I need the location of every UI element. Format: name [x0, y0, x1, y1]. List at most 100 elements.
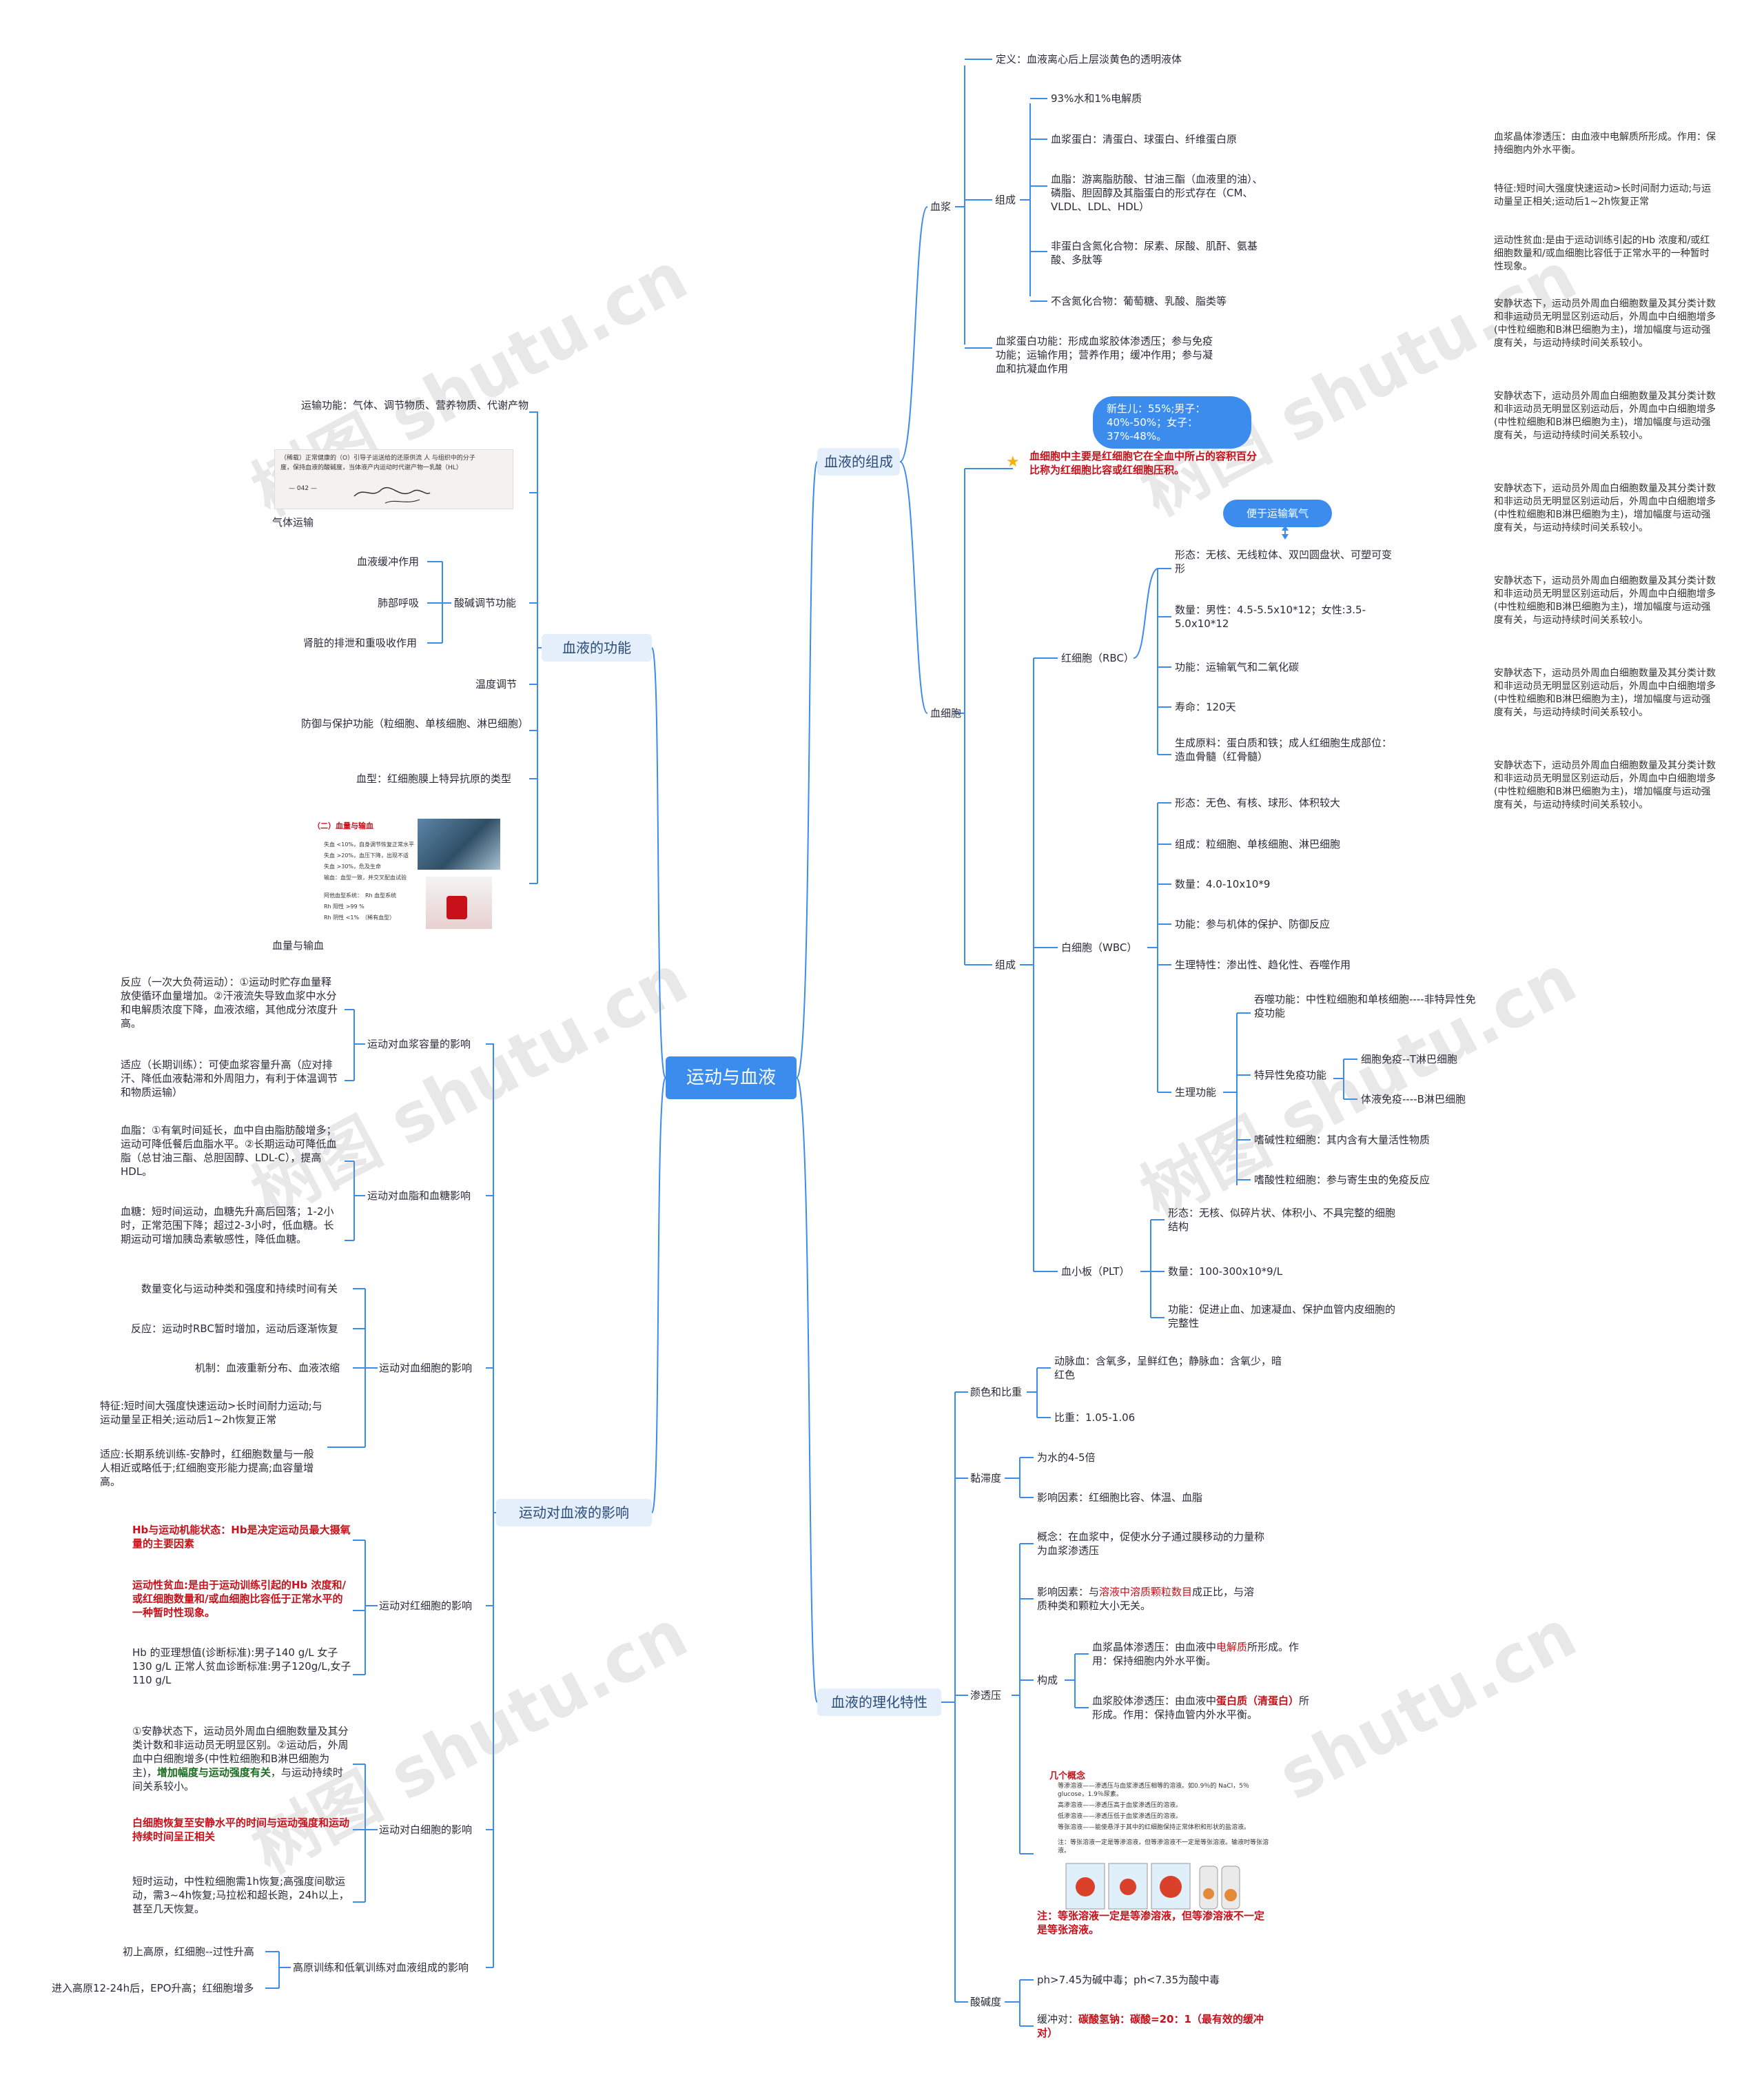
node-blood-type[interactable]: 血型：红细胞膜上特异抗原的类型: [356, 773, 512, 785]
node-altitude-2[interactable]: 进入高原12-24h后，EPO升高；红细胞增多: [52, 1982, 254, 1994]
side-note: 安静状态下，运动员外周血白细胞数量及其分类计数和非运动员无明显区别运动后，外周血…: [1494, 575, 1716, 626]
node-plasma-definition[interactable]: 定义：血液离心后上层淡黄色的透明液体: [996, 53, 1182, 65]
pill-oxygen[interactable]: 便于运输氧气: [1223, 500, 1332, 527]
node-plasma-composition[interactable]: 组成: [995, 194, 1016, 206]
node-ph[interactable]: 酸碱度: [970, 1996, 1002, 2008]
plt-item[interactable]: 形态：无核、似碎片状、体积小、不具完整的细胞结构: [1168, 1207, 1396, 1233]
node-viscosity-2[interactable]: 影响因素：红细胞比容、体温、血脂: [1037, 1491, 1203, 1504]
node-basophil[interactable]: 嗜碱性粒细胞：其内含有大量活性物质: [1254, 1134, 1430, 1146]
rbc-item[interactable]: 生成原料：蛋白质和铁；成人红细胞生成部位：造血骨髓（红骨髓）: [1175, 737, 1393, 763]
node-specific-immunity[interactable]: 特异性免疫功能: [1254, 1069, 1327, 1081]
branch-function[interactable]: 血液的功能: [542, 634, 652, 662]
node-ph-1[interactable]: ph>7.45为碱中毒；ph<7.35为酸中毒: [1037, 1974, 1220, 1986]
node-volume-response[interactable]: 反应（一次大负荷运动）：①运动时贮存血量释放使循环血量增加。②汗液流失导致血浆中…: [121, 976, 338, 1030]
node-rbc[interactable]: 红细胞（RBC）: [1061, 652, 1134, 664]
node-rbc-1[interactable]: Hb与运动机能状态：Hb是决定运动员最大摄氧量的主要因素: [132, 1524, 351, 1550]
node-cells-2[interactable]: 反应：运动时RBC暂时增加，运动后逐渐恢复: [131, 1322, 338, 1335]
node-wbc-3[interactable]: 短时运动，中性粒细胞需1h恢复;高强度间歇运动，需3~4h恢复;马拉松和超长跑，…: [132, 1875, 349, 1915]
wbc-item[interactable]: 功能：参与机体的保护、防御反应: [1175, 918, 1331, 930]
node-wbc-physiology[interactable]: 生理功能: [1175, 1086, 1217, 1098]
node-eosinophil[interactable]: 嗜酸性粒细胞：参与寄生虫的免疫反应: [1254, 1174, 1430, 1186]
node-cells-1[interactable]: 数量变化与运动种类和强度和持续时间有关: [141, 1282, 338, 1295]
node-cells-4[interactable]: 特征:短时间大强度快速运动>长时间耐力运动;与运动量呈正相关;运动后1~2h恢复…: [100, 1400, 322, 1426]
node-buffer[interactable]: 血液缓冲作用: [357, 555, 420, 568]
node-lipid[interactable]: 血脂：①有氧时间延长，血中自由脂肪酸增多；运动可降低餐后血脂水平。②长期运动可降…: [121, 1124, 337, 1178]
node-color-density[interactable]: 颜色和比重: [970, 1386, 1023, 1398]
surgery-photo: [418, 819, 500, 870]
wbc-item[interactable]: 形态：无色、有核、球形、体积较大: [1175, 797, 1341, 809]
node-osmotic[interactable]: 渗透压: [970, 1689, 1002, 1701]
node-crystal-osmotic[interactable]: 血浆晶体渗透压：由血液中电解质所形成。作用：保持细胞内外水平衡。: [1092, 1640, 1320, 1668]
node-altitude-1[interactable]: 初上高原，红细胞--过性升高: [123, 1945, 254, 1958]
side-note: 运动性贫血:是由于运动训练引起的Hb 浓度和/或红细胞数量和/或血细胞比容低于正…: [1494, 235, 1710, 272]
node-lipid-glucose[interactable]: 运动对血脂和血糖影响: [367, 1189, 471, 1202]
node-npn[interactable]: 非蛋白含氮化合物：尿素、尿酸、肌酐、氨基酸、多肽等: [1051, 240, 1258, 266]
root-node[interactable]: 运动与血液: [666, 1056, 797, 1099]
node-viscosity[interactable]: 黏滞度: [970, 1472, 1002, 1484]
node-phagocytosis[interactable]: 吞噬功能：中性粒细胞和单核细胞----非特异性免疫功能: [1254, 993, 1476, 1019]
node-gas-transport[interactable]: 气体运输: [272, 516, 314, 529]
node-wbc-effect[interactable]: 运动对白细胞的影响: [379, 1823, 473, 1836]
crystal-c: 所形成。作用：保持细胞内外水平衡。: [1092, 1641, 1300, 1667]
node-humoral-immunity[interactable]: 体液免疫----B淋巴细胞: [1361, 1093, 1466, 1105]
branch-physchem[interactable]: 血液的理化特性: [817, 1688, 941, 1716]
node-buffer-pair[interactable]: 缓冲对：碳酸氢钠：碳酸=20：1（最有效的缓冲对）: [1037, 2012, 1264, 2040]
node-osm-concept[interactable]: 概念：在血浆中，促使水分子通过膜移动的力量称为血浆渗透压: [1037, 1531, 1265, 1557]
node-plasma-volume[interactable]: 运动对血浆容量的影响: [367, 1038, 471, 1050]
node-cells-composition[interactable]: 组成: [995, 959, 1016, 971]
branch-composition[interactable]: 血液的组成: [817, 448, 900, 476]
cells-beaker-illustration: [1065, 1863, 1240, 1910]
osm-factor-b: 溶液中溶质颗粒数目: [1099, 1586, 1193, 1598]
node-rbc-2[interactable]: 运动性贫血:是由于运动训练引起的Hb 浓度和/或红细胞数量和/或血细胞比容低于正…: [132, 1579, 346, 1619]
node-cellular-immunity[interactable]: 细胞免疫--T淋巴细胞: [1361, 1053, 1457, 1065]
node-lung[interactable]: 肺部呼吸: [378, 597, 420, 609]
node-altitude[interactable]: 高原训练和低氧训练对血液组成的影响: [293, 1961, 469, 1974]
node-defense[interactable]: 防御与保护功能（粒细胞、单核细胞、淋巴细胞）: [301, 717, 529, 730]
node-platelet[interactable]: 血小板（PLT）: [1061, 1265, 1130, 1278]
transfusion-line: 阿他血型系统： Rh 血型系统: [324, 892, 397, 899]
pill-hematocrit[interactable]: 新生儿：55%;男子：40%-50%；女子：37%-48%。: [1093, 396, 1251, 449]
node-acid-base[interactable]: 酸碱调节功能: [454, 597, 517, 609]
node-color[interactable]: 动脉血：含氧多，呈鲜红色；静脉血：含氧少，暗红色: [1054, 1355, 1282, 1381]
node-cells-5[interactable]: 适应:长期系统训练-安静时，红细胞数量与一般人相近或略低于;红细胞变形能力提高;…: [100, 1448, 314, 1488]
node-wbc-2[interactable]: 白细胞恢复至安静水平的时间与运动强度和运动持续时间呈正相关: [132, 1817, 350, 1843]
node-isotonic-note[interactable]: 注：等张溶液一定是等渗溶液，但等渗溶液不一定是等张溶液。: [1037, 1910, 1265, 1936]
node-cells-3[interactable]: 机制：血液重新分布、血液浓缩: [195, 1362, 340, 1374]
wbc-item[interactable]: 数量：4.0-10x10*9: [1175, 878, 1271, 890]
node-rbc-effect[interactable]: 运动对红细胞的影响: [379, 1599, 473, 1612]
node-protein-function[interactable]: 血浆蛋白功能：形成血浆胶体渗透压；参与免疫功能；运输作用；营养作用；缓冲作用；参…: [996, 335, 1213, 375]
node-rbc-3[interactable]: Hb 的亚理想值(诊断标准):男子140 g/L 女子130 g/L 正常人贫血…: [132, 1646, 351, 1686]
rbc-item[interactable]: 功能：运输氧气和二氧化碳: [1175, 661, 1300, 673]
node-transfusion[interactable]: 血量与输血: [272, 939, 325, 952]
rbc-item[interactable]: 寿命：120天: [1175, 701, 1236, 713]
node-glucose[interactable]: 血糖：短时间运动，血糖先升高后回落；1-2小时，正常范围下降；超过2-3小时，低…: [121, 1205, 334, 1245]
node-plasma[interactable]: 血浆: [930, 201, 952, 213]
node-transport[interactable]: 运输功能：气体、调节物质、营养物质、代谢产物: [301, 399, 529, 411]
side-note: 安静状态下，运动员外周血白细胞数量及其分类计数和非运动员无明显区别运动后，外周血…: [1494, 391, 1716, 441]
node-temperature[interactable]: 温度调节: [475, 678, 517, 691]
branch-exercise[interactable]: 运动对血液的影响: [496, 1499, 652, 1526]
rbc-item[interactable]: 形态：无核、无线粒体、双凹圆盘状、可塑可变形: [1175, 549, 1393, 575]
plt-item[interactable]: 功能：促进止血、加速凝血、保护血管内皮细胞的完整性: [1168, 1303, 1396, 1329]
node-blood-lipid[interactable]: 血脂：游离脂肪酸、甘油三酯（血液里的油）、磷脂、胆固醇及其脂蛋白的形式存在（CM…: [1051, 173, 1263, 213]
node-non-nitrogen[interactable]: 不含氮化合物：葡萄糖、乳酸、脂类等: [1051, 295, 1227, 307]
node-viscosity-1[interactable]: 为水的4-5倍: [1037, 1451, 1096, 1464]
node-density[interactable]: 比重：1.05-1.06: [1054, 1411, 1136, 1424]
rbc-item[interactable]: 数量：男性：4.5-5.5x10*12；女性:3.5-5.0x10*12: [1175, 604, 1366, 630]
node-hct-note[interactable]: 血细胞中主要是红细胞它在全血中所占的容积百分比称为红细胞比容或红细胞压积。: [1029, 450, 1258, 476]
node-volume-adapt[interactable]: 适应（长期训练）：可使血浆容量升高（应对排汗、降低血液黏滞和外周阻力，有利于体温…: [121, 1059, 338, 1098]
node-plasma-protein[interactable]: 血浆蛋白：清蛋白、球蛋白、纤维蛋白原: [1051, 133, 1238, 145]
node-wbc[interactable]: 白细胞（WBC）: [1061, 941, 1138, 954]
node-colloid-osmotic[interactable]: 血浆胶体渗透压：由血液中蛋白质（清蛋白）所形成。作用：保持血管内外水平衡。: [1092, 1694, 1320, 1721]
gas-image-line: 度，保持血液的酸碱度，当体液产内运动时代谢产物一乳酸（HL）: [280, 464, 462, 471]
node-osm-factor[interactable]: 影响因素：与溶液中溶质颗粒数目成正比，与溶质种类和颗粒大小无关。: [1037, 1585, 1264, 1613]
node-water[interactable]: 93%水和1%电解质: [1051, 92, 1142, 105]
wbc-item[interactable]: 组成：粒细胞、单核细胞、淋巴细胞: [1175, 838, 1341, 850]
wbc-item[interactable]: 生理特性：渗出性、趋化性、吞噬作用: [1175, 959, 1351, 971]
node-kidney[interactable]: 肾脏的排泄和重吸收作用: [303, 637, 418, 649]
node-osm-composition[interactable]: 构成: [1037, 1674, 1058, 1686]
node-wbc-1[interactable]: ①安静状态下，运动员外周血白细胞数量及其分类计数和非运动员无明显区别。②运动后，…: [132, 1724, 353, 1793]
node-blood-cells[interactable]: 血细胞: [930, 707, 962, 719]
plt-item[interactable]: 数量：100-300x10*9/L: [1168, 1265, 1283, 1278]
node-blood-cells-effect[interactable]: 运动对血细胞的影响: [379, 1362, 473, 1374]
